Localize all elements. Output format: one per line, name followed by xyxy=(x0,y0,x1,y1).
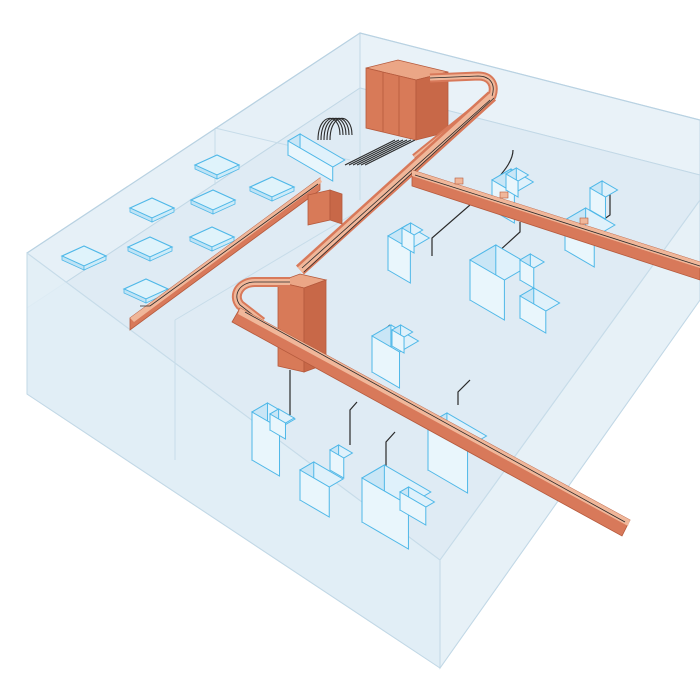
distribution-box-icon xyxy=(308,190,342,225)
tap-off-unit-icon xyxy=(500,192,508,198)
dist-box-side xyxy=(330,190,342,224)
tap-off-unit-icon xyxy=(455,178,463,184)
switchgear-cabinet-icon xyxy=(366,60,448,140)
dist-box-front xyxy=(308,190,330,225)
tap-off-unit-icon xyxy=(580,218,588,224)
cabinet-front xyxy=(366,68,416,140)
